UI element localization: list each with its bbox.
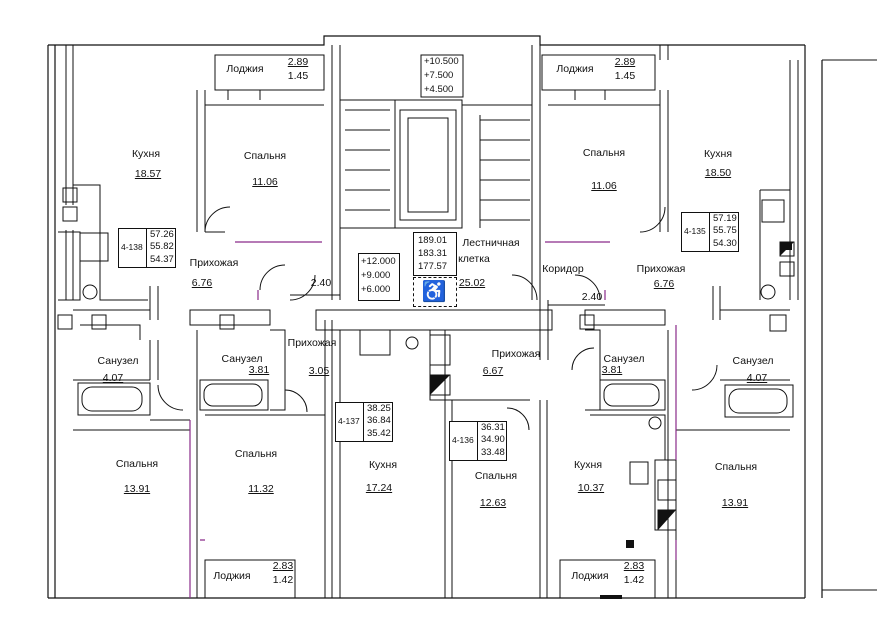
level-top-3: +4.500 xyxy=(424,84,454,95)
bedroom-tr-name: Спальня xyxy=(582,147,626,159)
apt-137-table: 4-137 38.25 36.84 35.42 xyxy=(335,402,393,442)
apt-138-v2: 55.82 xyxy=(150,241,174,252)
stair-total-3: 177.57 xyxy=(418,261,448,272)
apt-138-v1: 57.26 xyxy=(150,229,174,240)
hall-tr-name: Прихожая xyxy=(636,263,686,275)
loggia-bl-area2: 1.42 xyxy=(272,574,294,586)
apt-135-code: 4-135 xyxy=(684,226,706,236)
stair-totals-box xyxy=(413,232,457,276)
loggia-br-area1: 2.83 xyxy=(623,560,645,572)
apt-137-v3: 35.42 xyxy=(367,428,391,439)
bedroom-tl-name: Спальня xyxy=(243,150,287,162)
corridor-name: Коридор xyxy=(542,263,584,275)
hall-tl-name: Прихожая xyxy=(189,257,239,269)
stair-area: 25.02 xyxy=(458,277,486,289)
bath-r-area: 4.07 xyxy=(746,372,768,384)
stair-name2: клетка xyxy=(458,253,490,265)
bedroom-cl-name: Спальня xyxy=(234,448,278,460)
bedroom-br-name: Спальня xyxy=(714,461,758,473)
apt-137-v1: 38.25 xyxy=(367,403,391,414)
loggia-tr-area2: 1.45 xyxy=(614,70,636,82)
apt-137-v2: 36.84 xyxy=(367,415,391,426)
apt-138-table: 4-138 57.26 55.82 54.37 xyxy=(118,228,176,268)
apt-135-v3: 54.30 xyxy=(713,238,737,249)
bedroom-bl-area: 13.91 xyxy=(123,483,151,495)
bedroom-cl-area: 11.32 xyxy=(248,483,274,495)
dim-right: 2.40 xyxy=(581,291,603,303)
level-top-2: +7.500 xyxy=(424,70,454,81)
dim-left: 2.40 xyxy=(310,277,332,289)
levels-mid-box xyxy=(358,253,400,301)
level-mid-3: +6.000 xyxy=(361,284,391,295)
hall-cl-name: Прихожая xyxy=(287,337,337,349)
bedroom-tr-area: 11.06 xyxy=(591,180,617,192)
bedroom-br-area: 13.91 xyxy=(721,497,749,509)
apt-135-table: 4-135 57.19 55.75 54.30 xyxy=(681,212,739,252)
kitchen-tl-area: 18.57 xyxy=(134,168,162,180)
bath-cr-area: 3.81 xyxy=(601,364,623,376)
wheelchair-icon: ♿ xyxy=(421,281,447,303)
apt-136-v2: 34.90 xyxy=(481,434,505,445)
apt-135-v2: 55.75 xyxy=(713,225,737,236)
level-mid-1: +12.000 xyxy=(361,256,396,267)
apt-136-code: 4-136 xyxy=(452,435,474,445)
hall-tl-area: 6.76 xyxy=(191,277,213,289)
bath-r-name: Санузел xyxy=(732,355,774,367)
kitchen-tr-area: 18.50 xyxy=(704,167,732,179)
kitchen-tr-name: Кухня xyxy=(703,148,733,160)
loggia-tr-name: Лоджия xyxy=(556,63,594,75)
hall-cr-name: Прихожая xyxy=(491,348,541,360)
bath-l-area: 4.07 xyxy=(102,372,124,384)
kitchen-cr-name: Кухня xyxy=(573,459,603,471)
loggia-tl-area1: 2.89 xyxy=(287,56,309,68)
kitchen-tl-name: Кухня xyxy=(131,148,161,160)
bath-cr-name: Санузел xyxy=(603,353,645,365)
apt-138-code: 4-138 xyxy=(121,242,143,252)
accessibility-box xyxy=(413,277,457,307)
bath-cl-area: 3.81 xyxy=(248,364,270,376)
bath-cl-name: Санузел xyxy=(221,353,263,365)
loggia-br-name: Лоджия xyxy=(571,570,609,582)
loggia-br-area2: 1.42 xyxy=(623,574,645,586)
loggia-tl-area2: 1.45 xyxy=(287,70,309,82)
loggia-bl-name: Лоджия xyxy=(213,570,251,582)
stair-name1: Лестничная xyxy=(462,237,520,249)
apt-137-code: 4-137 xyxy=(338,416,360,426)
bedroom-cr-area: 12.63 xyxy=(479,497,507,509)
level-mid-2: +9.000 xyxy=(361,270,391,281)
loggia-bl-area1: 2.83 xyxy=(272,560,294,572)
stair-total-2: 183.31 xyxy=(418,248,448,259)
apt-136-v3: 33.48 xyxy=(481,447,505,458)
bedroom-tl-area: 11.06 xyxy=(252,176,278,188)
bedroom-cr-name: Спальня xyxy=(474,470,518,482)
bath-l-name: Санузел xyxy=(97,355,139,367)
apt-136-v1: 36.31 xyxy=(481,422,505,433)
kitchen-cl-area: 17.24 xyxy=(365,482,393,494)
loggia-tl-name: Лоджия xyxy=(226,63,264,75)
stair-total-1: 189.01 xyxy=(418,235,448,246)
hall-cr-area: 6.67 xyxy=(482,365,504,377)
hall-tr-area: 6.76 xyxy=(653,278,675,290)
apt-135-v1: 57.19 xyxy=(713,213,737,224)
apt-136-table: 4-136 36.31 34.90 33.48 xyxy=(449,421,507,461)
loggia-tr-area1: 2.89 xyxy=(614,56,636,68)
hall-cl-area: 3.05 xyxy=(308,365,330,377)
kitchen-cl-name: Кухня xyxy=(368,459,398,471)
kitchen-cr-area: 10.37 xyxy=(577,482,605,494)
level-top-1: +10.500 xyxy=(424,56,459,67)
apt-138-v3: 54.37 xyxy=(150,254,174,265)
bedroom-bl-name: Спальня xyxy=(115,458,159,470)
